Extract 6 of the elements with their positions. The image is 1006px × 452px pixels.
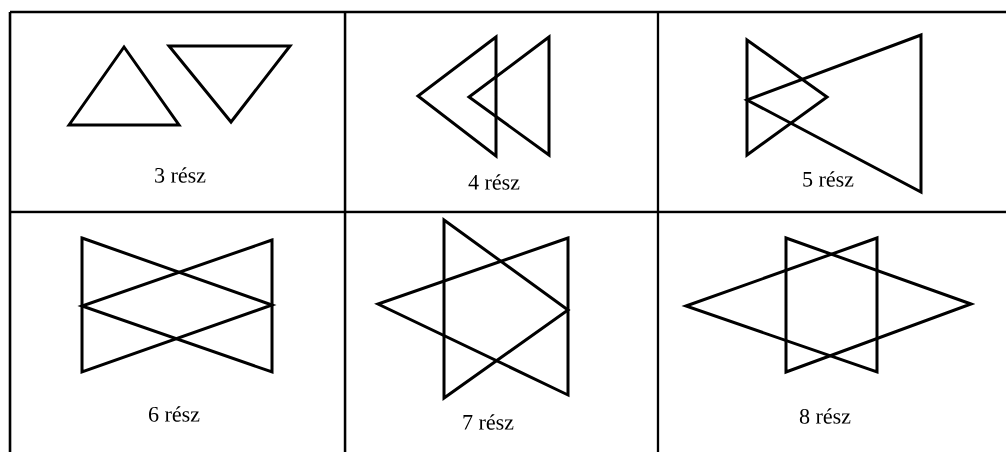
cell-label: 7 rész bbox=[463, 414, 514, 430]
cell-label: 8 rész bbox=[799, 408, 851, 424]
cell-label: 4 rész bbox=[468, 174, 520, 190]
cell-label: 6 rész bbox=[149, 406, 200, 422]
cell-label: 5 rész bbox=[803, 171, 854, 187]
cell-label: 3 rész bbox=[155, 167, 206, 183]
